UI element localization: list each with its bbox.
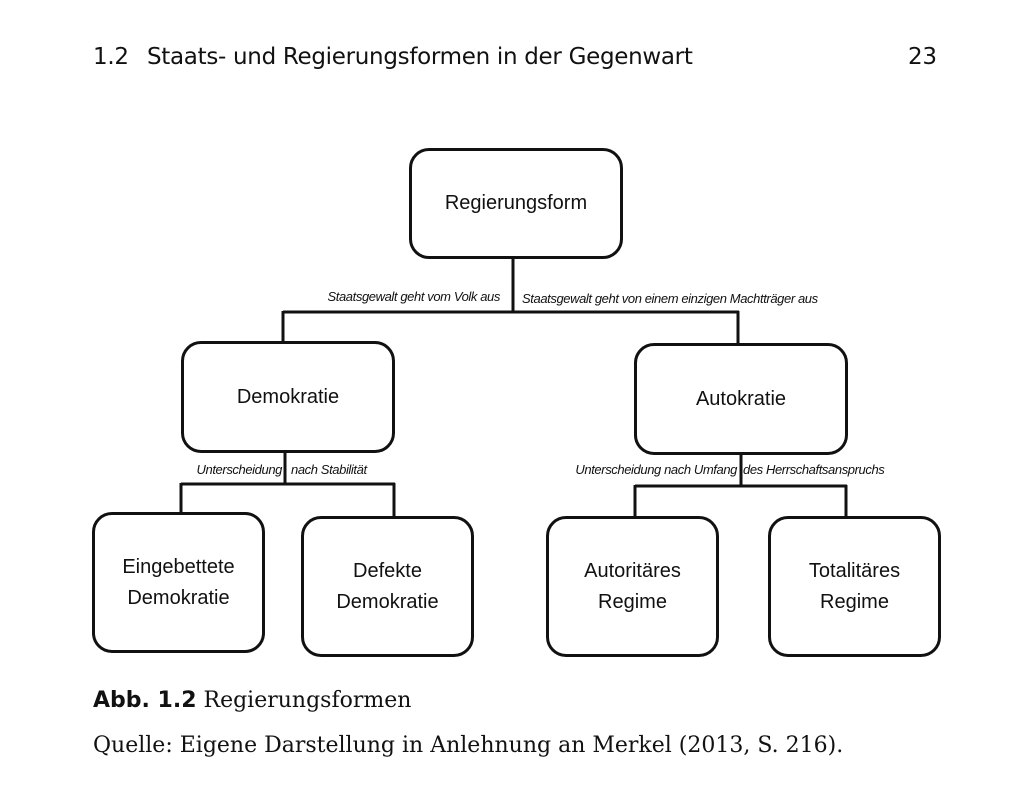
node-regierungsform: Regierungsform xyxy=(409,148,623,259)
figure-caption: Abb. 1.2 Regierungsformen xyxy=(93,688,411,713)
edge-label-volk: Staatsgewalt geht vom Volk aus xyxy=(327,289,500,304)
node-defekte-demokratie: Defekte Demokratie xyxy=(301,516,474,657)
edge-label-umfang: Unterscheidung nach Umfang xyxy=(575,462,737,477)
node-line: Regime xyxy=(820,590,889,613)
figure-source: Quelle: Eigene Darstellung in Anlehnung … xyxy=(93,733,844,758)
node-line: Defekte xyxy=(353,559,422,582)
figure-label: Abb. 1.2 xyxy=(93,688,197,713)
node-line: Autoritäres xyxy=(584,559,681,582)
node-eingebettete-demokratie: Eingebettete Demokratie xyxy=(92,512,265,653)
running-header-title: Staats- und Regierungsformen in der Gege… xyxy=(147,44,693,70)
node-autoritaeres-regime: Autoritäres Regime xyxy=(546,516,719,657)
node-demokratie: Demokratie xyxy=(181,341,395,453)
figure-title: Regierungsformen xyxy=(203,688,412,713)
page-number: 23 xyxy=(908,44,937,70)
section-number: 1.2 xyxy=(93,44,129,70)
node-line: Eingebettete xyxy=(122,555,235,578)
node-line: Regime xyxy=(598,590,667,613)
edge-label-unterscheidung: Unterscheidung xyxy=(196,462,283,477)
node-line: Demokratie xyxy=(127,586,230,609)
node-line: Demokratie xyxy=(336,590,439,613)
node-line: Totalitäres xyxy=(808,559,901,582)
edge-label-herrschaftsanspruch: des Herrschaftsanspruchs xyxy=(743,462,885,477)
edge-label-stabilitaet: nach Stabilität xyxy=(291,462,367,477)
node-autokratie: Autokratie xyxy=(634,343,848,455)
edge-label-machttraeger: Staatsgewalt geht von einem einzigen Mac… xyxy=(522,291,818,306)
node-totalitaeres-regime: Totalitäres Regime xyxy=(768,516,941,657)
